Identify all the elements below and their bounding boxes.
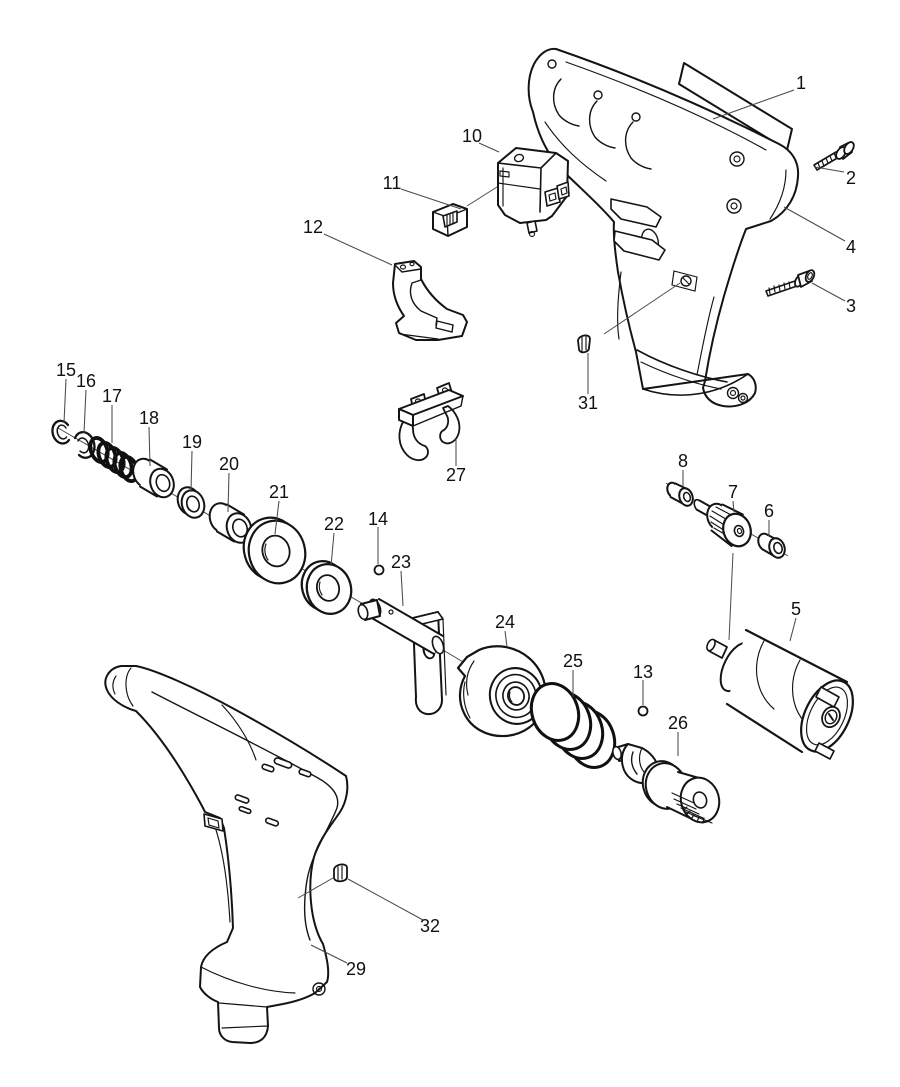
callout-label-20: 20 [219, 454, 239, 474]
callout-leader-32 [347, 878, 424, 921]
part-6-bearing [757, 532, 786, 559]
part-31-cap [577, 334, 591, 354]
part-25-spring [529, 682, 617, 769]
part-5-motor [706, 628, 854, 760]
part-27-holder-clamp [398, 382, 464, 462]
callout-label-16: 16 [76, 371, 96, 391]
callout-leader-19 [190, 450, 193, 493]
assembly-lines [297, 186, 681, 899]
callout-label-27: 27 [446, 465, 466, 485]
callout-leader-15 [63, 378, 67, 424]
part-24-hammer-bearing [456, 645, 547, 738]
callout-label-29: 29 [346, 959, 366, 979]
part-17-spring [88, 436, 140, 483]
part-14-steel-ball [373, 564, 385, 576]
callout-label-11: 11 [383, 173, 402, 193]
assembly-line-2 [603, 282, 681, 335]
callout-label-6: 6 [764, 501, 774, 521]
part-8-bearing [666, 481, 694, 507]
callout-label-10: 10 [462, 126, 482, 146]
part-11-lock-button [432, 203, 468, 237]
callout-leader-2 [814, 166, 845, 173]
part-23-anvil [357, 598, 447, 716]
callout-label-23: 23 [391, 552, 411, 572]
callout-label-19: 19 [182, 432, 202, 452]
part-12-bracket [392, 260, 468, 341]
assembly-line-3 [297, 877, 334, 899]
callout-label-15: 15 [56, 360, 76, 380]
callout-leader-18 [148, 426, 151, 467]
callout-leader-21 [274, 500, 280, 535]
part-19-washer [176, 486, 206, 519]
assembly-line-1 [466, 186, 498, 207]
callout-leader-10 [478, 142, 500, 153]
callout-leader-22 [330, 532, 335, 567]
part-13-steel-ball [637, 705, 649, 717]
callout-label-24: 24 [495, 612, 515, 632]
callout-leader-5 [789, 617, 797, 642]
callout-leader-7 [732, 500, 735, 513]
callout-label-31: 31 [578, 393, 598, 413]
part-21-flat-washer [242, 516, 307, 585]
part-7-pinion-gear [693, 498, 752, 548]
callout-label-8: 8 [678, 451, 688, 471]
callout-label-22: 22 [324, 514, 344, 534]
callout-label-26: 26 [668, 713, 688, 733]
part-20-spacer [208, 502, 253, 544]
part-15-snap-ring [51, 419, 71, 445]
part-16-ring [73, 431, 96, 459]
callout-label-1: 1 [796, 73, 806, 93]
callout-leader-24 [504, 630, 508, 648]
part-4-housing-half-right [527, 47, 800, 408]
callout-label-12: 12 [303, 217, 323, 237]
part-2-screw [813, 141, 855, 171]
callout-leader-11 [400, 188, 462, 210]
callout-label-13: 13 [633, 662, 653, 682]
callout-label-3: 3 [846, 296, 856, 316]
part-3-screw [765, 269, 816, 297]
callout-label-5: 5 [791, 599, 801, 619]
callout-label-17: 17 [102, 386, 122, 406]
callout-leader-23 [400, 570, 404, 607]
part-29-housing-half-left [104, 665, 349, 1044]
callout-label-25: 25 [563, 651, 583, 671]
callout-leader-16 [83, 389, 87, 434]
callout-leader-29 [310, 944, 348, 964]
callout-label-32: 32 [420, 916, 440, 936]
callout-label-21: 21 [269, 482, 289, 502]
callout-leader-3 [811, 282, 846, 302]
callout-label-4: 4 [846, 237, 856, 257]
callout-label-14: 14 [368, 509, 388, 529]
callout-leader-12 [323, 233, 393, 266]
callout-label-7: 7 [728, 482, 738, 502]
callout-label-2: 2 [846, 168, 856, 188]
part-18-bushing [132, 457, 175, 499]
callout-label-18: 18 [139, 408, 159, 428]
part-26-spindle-gear [611, 743, 721, 824]
callout-leader-1 [712, 89, 795, 120]
part-10-switch [497, 147, 570, 238]
axis-line-4 [728, 552, 734, 641]
part-22-flat-washer [300, 560, 353, 615]
callouts: 1234567810111213141516171819202122232425… [56, 73, 856, 979]
callout-leader-4 [783, 206, 846, 242]
callout-leader-20 [227, 472, 230, 513]
part-32-cap [333, 863, 348, 883]
